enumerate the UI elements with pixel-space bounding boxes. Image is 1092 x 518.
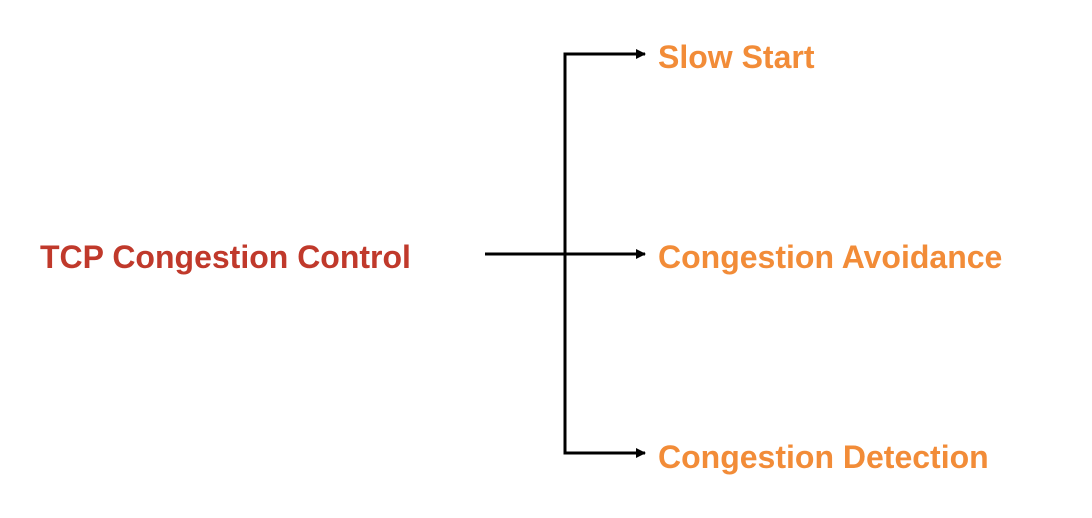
branch-label-congestion-avoidance: Congestion Avoidance	[658, 239, 1003, 275]
root-node-label: TCP Congestion Control	[40, 239, 411, 275]
branch-label-slow-start: Slow Start	[658, 39, 815, 75]
branch-label-congestion-detection: Congestion Detection	[658, 439, 989, 475]
